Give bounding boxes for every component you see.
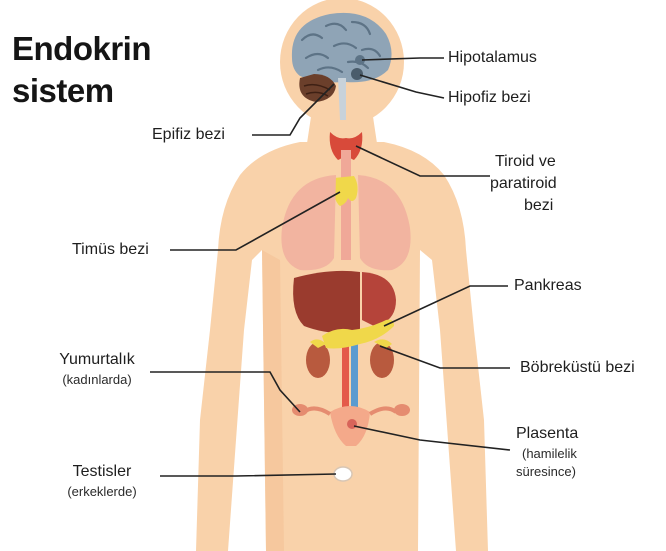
label-tiroid-line-2: paratiroid bbox=[490, 174, 557, 194]
label-hipotalamus: Hipotalamus bbox=[448, 48, 537, 68]
label-yumurtalik-note: (kadınlarda) bbox=[42, 372, 152, 388]
label-yumurtalik: Yumurtalık bbox=[42, 350, 152, 370]
label-plasenta-note-2: süresince) bbox=[516, 464, 576, 480]
label-timus: Timüs bezi bbox=[72, 240, 149, 260]
label-epifiz: Epifiz bezi bbox=[152, 125, 225, 145]
testis-icon bbox=[334, 467, 352, 481]
label-pankreas: Pankreas bbox=[514, 276, 582, 296]
label-tiroid-line-1: Tiroid ve bbox=[495, 152, 556, 172]
label-testisler-note: (erkeklerde) bbox=[52, 484, 152, 500]
page-title: Endokrin sistem bbox=[12, 28, 151, 112]
label-plasenta: Plasenta bbox=[516, 424, 578, 444]
label-hipofiz: Hipofiz bezi bbox=[448, 88, 531, 108]
placenta-marker bbox=[347, 419, 357, 429]
label-tiroid-line-3: bezi bbox=[524, 196, 553, 216]
pituitary-marker bbox=[351, 68, 363, 80]
label-plasenta-note-1: (hamilelik bbox=[522, 446, 577, 462]
title-line-1: Endokrin bbox=[12, 28, 151, 70]
label-testisler: Testisler bbox=[52, 462, 152, 482]
ovary-right-icon bbox=[394, 404, 410, 416]
liver-icon bbox=[293, 271, 360, 333]
title-line-2: sistem bbox=[12, 70, 151, 112]
label-bobrekustu: Böbreküstü bezi bbox=[520, 358, 635, 378]
